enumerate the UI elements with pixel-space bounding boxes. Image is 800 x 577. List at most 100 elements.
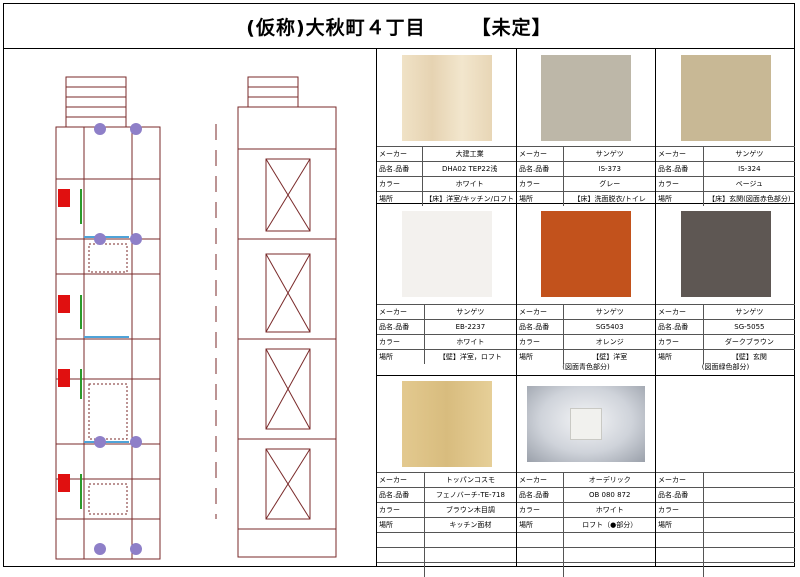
place-note: (図面緑色部分) xyxy=(701,363,750,371)
product-value: フェノバーチ-TE-718 xyxy=(424,487,516,503)
maker-label: メーカー xyxy=(517,304,565,320)
color-value: ダークブラウン xyxy=(703,334,795,350)
maker-value: オーデリック xyxy=(563,472,655,488)
color-label: カラー xyxy=(517,502,565,518)
color-label: カラー xyxy=(377,334,425,350)
light-fixture-photo xyxy=(527,386,645,462)
color-label: カラー xyxy=(377,176,424,192)
color-label: カラー xyxy=(656,334,704,350)
product-value: SG-5055 xyxy=(703,319,795,335)
place-label: 場所 xyxy=(377,517,425,533)
maker-value: サンゲツ xyxy=(703,146,795,162)
place-label: 場所 xyxy=(517,191,565,206)
product-label: 品名.品番 xyxy=(656,487,704,503)
status-label: 【未定】 xyxy=(471,16,552,39)
spec-table: メーカートッパンコスモ 品名.品番フェノバーチ-TE-718 カラーブラウン木目… xyxy=(377,472,516,577)
maker-label: メーカー xyxy=(377,146,424,162)
color-value: ベージュ xyxy=(703,176,795,192)
place-value: ロフト（●部分） xyxy=(563,517,655,533)
material-swatch xyxy=(680,54,771,141)
material-swatch xyxy=(401,381,492,467)
floor-plan-drawing xyxy=(55,76,337,560)
product-label: 品名.品番 xyxy=(517,161,565,177)
place-value: 【床】玄関(図面赤色部分) xyxy=(703,191,795,206)
place-label: 場所 xyxy=(377,349,425,364)
maker-label: メーカー xyxy=(517,472,565,488)
material-swatch xyxy=(541,211,631,297)
color-value: ホワイト xyxy=(422,176,516,192)
place-label: 場所 xyxy=(656,349,704,364)
color-label: カラー xyxy=(656,176,704,192)
maker-value: 大建工業 xyxy=(422,146,516,162)
place-label: 場所 xyxy=(656,191,704,206)
product-label: 品名.品番 xyxy=(377,161,424,177)
maker-value: サンゲツ xyxy=(563,146,655,162)
product-label: 品名.品番 xyxy=(377,319,425,335)
place-value: 【壁】洋室，ロフト xyxy=(424,349,516,364)
product-value: IS-373 xyxy=(563,161,655,177)
maker-value: サンゲツ xyxy=(703,304,795,320)
product-value: SG5403 xyxy=(563,319,655,335)
place-label: 場所 xyxy=(517,349,565,364)
place-label: 場所 xyxy=(656,517,704,533)
color-label: カラー xyxy=(517,334,565,350)
color-label: カラー xyxy=(517,176,565,192)
floor-plan-area xyxy=(4,49,377,567)
place-value: キッチン面材 xyxy=(424,517,516,533)
project-title: (仮称)大秋町４丁目 xyxy=(246,16,426,39)
maker-label: メーカー xyxy=(656,304,704,320)
material-swatch xyxy=(680,211,771,297)
spec-sheet: (仮称)大秋町４丁目 【未定】 xyxy=(3,3,795,577)
maker-value: サンゲツ xyxy=(563,304,655,320)
maker-label: メーカー xyxy=(377,304,425,320)
material-card-7: メーカートッパンコスモ 品名.品番フェノバーチ-TE-718 カラーブラウン木目… xyxy=(377,376,517,577)
product-value: OB 080 872 xyxy=(563,487,655,503)
material-card-9: メーカー 品名.品番 カラー 場所 xyxy=(656,376,795,577)
color-label: カラー xyxy=(656,502,704,518)
color-value: グレー xyxy=(563,176,655,192)
maker-value: トッパンコスモ xyxy=(424,472,516,488)
title-bar: (仮称)大秋町４丁目 【未定】 xyxy=(4,4,794,49)
place-value: 【壁】玄関 xyxy=(703,349,795,364)
product-label: 品名.品番 xyxy=(517,487,565,503)
place-label: 場所 xyxy=(377,191,424,206)
product-label: 品名.品番 xyxy=(517,319,565,335)
spec-table: メーカー 品名.品番 カラー 場所 xyxy=(656,472,795,577)
material-swatch xyxy=(401,54,492,141)
product-value: IS-324 xyxy=(703,161,795,177)
place-value: 【床】洗面脱衣/トイレ xyxy=(563,191,655,206)
maker-value: サンゲツ xyxy=(424,304,516,320)
wall-light-icon xyxy=(570,408,602,440)
color-label: カラー xyxy=(377,502,425,518)
place-label: 場所 xyxy=(517,517,565,533)
color-value: ホワイト xyxy=(424,334,516,350)
material-swatch xyxy=(541,54,631,141)
material-row-3: メーカートッパンコスモ 品名.品番フェノバーチ-TE-718 カラーブラウン木目… xyxy=(377,376,795,577)
place-value: 【壁】洋室 xyxy=(563,349,655,364)
color-value: ホワイト xyxy=(563,502,655,518)
product-label: 品名.品番 xyxy=(656,319,704,335)
maker-label: メーカー xyxy=(377,472,425,488)
material-swatch xyxy=(401,211,492,297)
maker-label: メーカー xyxy=(656,472,704,488)
maker-label: メーカー xyxy=(517,146,565,162)
product-value: EB-2237 xyxy=(424,319,516,335)
color-value: オレンジ xyxy=(563,334,655,350)
product-label: 品名.品番 xyxy=(656,161,704,177)
